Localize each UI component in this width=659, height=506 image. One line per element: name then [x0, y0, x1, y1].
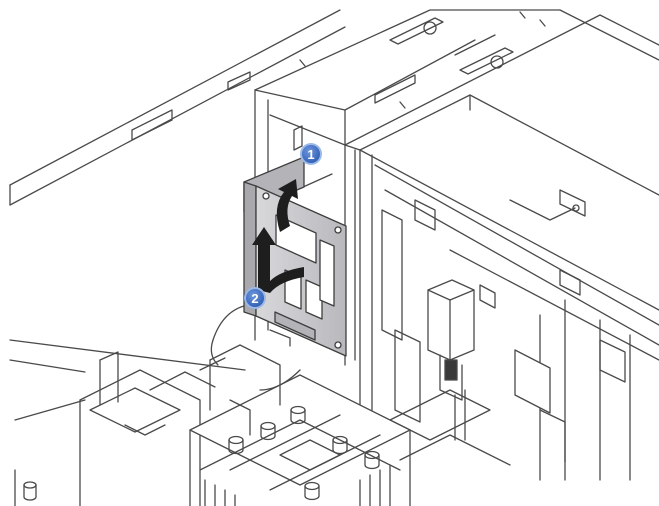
drive-bay-right — [359, 94, 659, 481]
drive-cage-top — [254, 9, 659, 151]
arrow-step-1 — [276, 179, 298, 232]
heatsink-screws — [23, 405, 380, 501]
arrow-step-2 — [252, 227, 304, 293]
cable-connector — [427, 279, 475, 441]
callout-1-badge: 1 — [300, 143, 322, 165]
fan-heatsink-assembly — [14, 344, 411, 506]
callout-1-label: 1 — [307, 147, 314, 162]
chassis-side-wall — [9, 9, 346, 373]
callout-2-label: 2 — [251, 291, 258, 306]
callout-2-badge: 2 — [244, 287, 266, 309]
